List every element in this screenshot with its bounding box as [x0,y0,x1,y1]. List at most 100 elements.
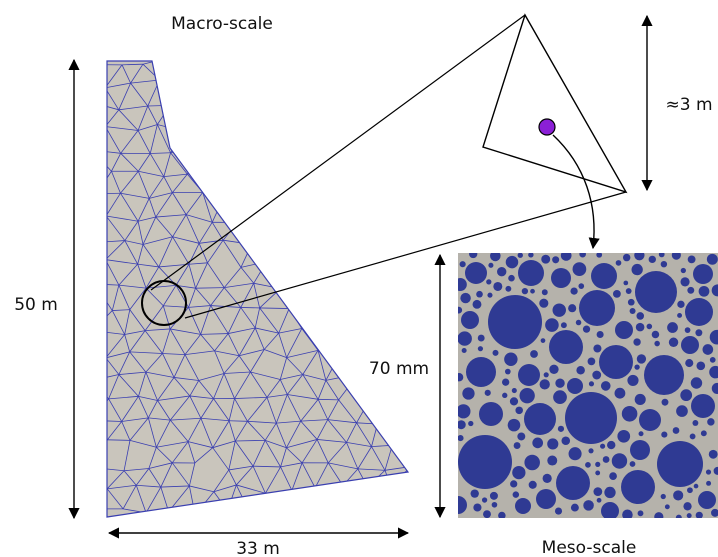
mesh-edge [280,462,303,468]
macro-dam-group [93,60,410,518]
mesh-edge [350,198,366,218]
aggregate-particle [690,377,703,389]
aggregate-particle [466,357,496,387]
aggregate-particle [595,461,601,467]
mesh-edge [259,307,290,309]
mesh-edge [338,173,351,199]
aggregate-particle [639,409,661,431]
mesh-edge [301,487,316,515]
mesh-edge [195,262,208,289]
aggregate-particle [555,378,565,388]
aggregate-particle [651,330,660,339]
mesh-edge [247,84,263,107]
mesh-edge [355,242,383,245]
mesh-edge [210,168,234,172]
mesh-edge [287,217,300,237]
aggregate-particle [685,298,713,326]
mesh-edge [356,486,368,514]
aggregate-particle [634,364,640,370]
mesh-edge [371,84,384,111]
mesh-edge [202,170,212,193]
aggregate-particle [505,285,512,292]
mesh-edge [195,510,228,516]
mesh-edge [340,351,359,375]
mesh-edge [325,244,343,268]
aggregate-particle [530,350,538,358]
mesh-edge [107,357,120,375]
mesh-edge [394,289,404,307]
aggregate-particle [600,381,611,391]
aggregate-particle [617,429,631,443]
mesh-edge [264,349,287,358]
mesh-edge [172,214,187,237]
aggregate-particle [622,253,631,262]
macro-scale-label: Macro-scale [171,14,273,34]
aggregate-particle [661,431,668,438]
mesh-edge [214,79,228,109]
aggregate-particle [458,373,464,382]
mesh-edge [93,331,106,358]
mesh-edge [186,147,201,175]
aggregate-particle [549,330,583,364]
aggregate-particle [680,277,690,287]
mesh-edge [199,239,224,244]
aggregate-particle [648,255,656,264]
mesh-edge [301,462,316,488]
aggregate-particle [575,319,582,326]
mesh-edge [93,358,106,380]
mesh-edge [200,333,229,335]
mesh-edge [120,170,139,194]
mesh-edge [123,468,149,472]
mesh-edge [124,334,131,352]
mesh-edge [124,309,131,335]
mesh-edge [170,152,188,175]
mesh-edge [214,79,240,88]
mesh-edge [252,440,266,467]
mesh-edge [129,351,163,354]
mesh-edge [330,194,340,223]
aggregate-particle [570,503,579,512]
mesh-edge [259,217,288,224]
mesh-edge [301,439,318,464]
mesh-edge [262,109,280,128]
mesh-edge [122,63,143,66]
mesh-edge [351,330,372,357]
mesh-edge [223,287,242,308]
mesh-edge [301,104,331,110]
mesh-edge [95,88,105,103]
mesh-edge [280,217,289,243]
mesh-edge [338,198,351,223]
mesh-edge [250,61,263,85]
mesh-edge [264,422,277,441]
mesh-edge [238,327,256,356]
mesh-edge [111,153,122,172]
mesh-edge [328,462,358,470]
aggregate-particle [615,260,622,266]
aggregate-particle [487,292,493,298]
aggregate-particle [560,253,572,261]
mesh-edge [280,374,303,380]
mesh-edge [107,259,120,286]
aggregate-particle [631,263,643,276]
mesh-edge [188,307,202,335]
mesh-edge [107,82,131,89]
mesh-edge [315,63,330,86]
mesh-edge [251,222,260,245]
height-50m-label: 50 m [14,295,58,315]
aggregate-particle [518,364,540,386]
mesh-edge [299,236,321,262]
aggregate-particle [462,387,475,400]
mesh-edge [340,80,372,86]
aggregate-particle [588,381,595,387]
mesh-edge [224,282,254,288]
mesh-edge [160,485,190,488]
mesh-edge [198,373,225,381]
mesh-edge [352,285,369,309]
aggregate-particle [676,405,688,417]
mesh-edge [137,198,150,222]
mesh-edge [353,153,384,156]
mesh-edge [240,283,255,308]
mesh-edge [138,395,158,401]
aggregate-particle [621,470,655,504]
mesh-edge [148,468,162,488]
